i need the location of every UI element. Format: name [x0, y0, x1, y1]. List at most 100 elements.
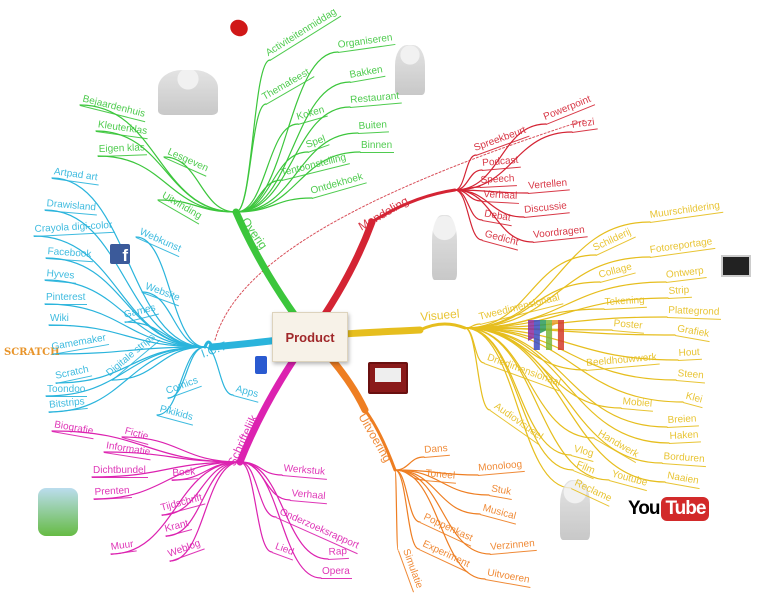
speaker-podium-icon	[432, 215, 457, 280]
chef-figure-icon	[395, 45, 425, 95]
sub-branch-line	[45, 257, 206, 348]
sub-branch-line	[454, 154, 477, 191]
branch-connector	[363, 408, 397, 472]
sub-branch-line	[239, 461, 329, 560]
topic-node-tekening[interactable]: Tekening	[603, 294, 647, 310]
app-icon	[38, 488, 78, 536]
sub-branch-line	[235, 51, 339, 213]
sub-branch-line	[161, 461, 241, 516]
topic-node-boek[interactable]: Boek	[171, 466, 198, 481]
sub-branch-line	[394, 456, 425, 471]
central-node-product[interactable]: Product	[272, 312, 348, 362]
sub-branch-line	[48, 324, 206, 348]
sub-branch-line	[103, 451, 241, 463]
topic-node-buiten[interactable]: Buiten	[357, 119, 390, 134]
branch-connector	[418, 322, 467, 332]
sub-branch-line	[239, 461, 322, 579]
sub-branch-line	[157, 199, 237, 213]
topic-node-wiki[interactable]: Wiki	[49, 313, 71, 326]
sub-branch-line	[464, 327, 610, 481]
topic-node-toneel[interactable]: Toneel	[424, 468, 458, 484]
topic-node-breien[interactable]: Breien	[666, 413, 699, 428]
sub-branch-line	[394, 469, 486, 580]
sub-branch-line	[464, 254, 597, 329]
sub-branch-line	[394, 469, 491, 555]
sub-branch-line	[163, 156, 237, 213]
sub-branch-line	[156, 346, 206, 416]
bar-chart-icon	[528, 320, 564, 350]
sub-branch-line	[135, 236, 206, 348]
sub-branch-line	[95, 130, 237, 213]
sub-branch-line	[121, 436, 241, 463]
sub-branch-line	[165, 461, 241, 537]
youtube-logo-you: You	[628, 498, 661, 519]
sub-branch-line	[44, 209, 206, 348]
monitor-icon	[721, 255, 751, 277]
central-node-label: Product	[285, 329, 335, 345]
sub-branch-line	[235, 103, 267, 213]
topic-node-pinterest[interactable]: Pinterest	[45, 292, 88, 305]
sub-branch-line	[235, 179, 283, 213]
sub-branch-line	[235, 81, 351, 213]
sub-branch-line	[464, 327, 491, 411]
sub-branch-line	[124, 321, 206, 348]
sub-branch-line	[464, 316, 668, 329]
sub-branch-line	[141, 291, 206, 348]
topic-node-speech[interactable]: Speech	[479, 173, 517, 188]
topic-node-eigen-klas[interactable]: Eigen klas	[97, 142, 148, 157]
sub-branch-line	[235, 132, 359, 213]
sub-branch-line	[51, 346, 206, 355]
topic-node-steen[interactable]: Steen	[676, 368, 707, 384]
topic-node-poster[interactable]: Poster	[612, 318, 645, 334]
sub-branch-line	[239, 461, 273, 553]
tablet-icon	[255, 356, 267, 374]
topic-node-rap[interactable]: Rap	[327, 545, 350, 560]
sub-branch-line	[464, 327, 666, 483]
youtube-logo-tube: Tube	[661, 497, 710, 521]
topic-node-toondoo[interactable]: Toondoo	[46, 384, 88, 397]
experiment-figure-icon	[560, 480, 590, 540]
sub-branch-line	[464, 327, 670, 444]
facebook-logo-letter: f	[122, 246, 128, 265]
sub-branch-line	[169, 461, 241, 562]
scratch-logo-icon: SCRATCH	[4, 347, 60, 358]
topic-node-binnen[interactable]: Binnen	[360, 140, 395, 153]
sub-branch-line	[394, 469, 420, 550]
topic-node-strip[interactable]: Strip	[667, 284, 692, 299]
sub-branch-line	[235, 123, 299, 213]
sub-branch-line	[454, 189, 529, 194]
sub-branch-line	[91, 461, 241, 478]
sub-branch-line	[394, 469, 399, 551]
teacher-figure-icon	[158, 70, 218, 115]
theater-stage-icon	[368, 362, 408, 394]
sub-branch-line	[464, 327, 676, 336]
sub-branch-line	[235, 197, 313, 213]
topic-node-dans[interactable]: Dans	[422, 442, 451, 458]
topic-node-plattegrond[interactable]: Plattegrond	[667, 305, 722, 320]
sub-branch-line	[464, 297, 669, 329]
sub-branch-line	[464, 281, 667, 329]
topic-node-haken[interactable]: Haken	[668, 429, 701, 444]
sub-branch-line	[44, 279, 206, 348]
topic-node-mobiel[interactable]: Mobiel	[621, 396, 655, 412]
sub-branch-line	[48, 346, 206, 413]
sub-branch-line	[464, 256, 651, 329]
sub-branch-line	[394, 469, 490, 496]
topic-node-hyves[interactable]: Hyves	[45, 268, 77, 284]
topic-node-dichtbundel[interactable]: Dichtbundel	[92, 465, 148, 478]
topic-node-hout[interactable]: Hout	[677, 346, 703, 361]
sub-branch-line	[464, 221, 651, 329]
facebook-logo-icon: f	[110, 244, 130, 265]
sub-branch-line	[44, 303, 206, 348]
sub-branch-line	[235, 151, 361, 213]
topic-node-prenten[interactable]: Prenten	[93, 485, 132, 500]
sub-branch-line	[464, 327, 679, 361]
sub-branch-line	[235, 106, 351, 213]
scratch-logo-text: SCRATCH	[4, 347, 60, 358]
topic-node-verhaal[interactable]: Verhaal	[482, 189, 520, 204]
topic-node-opera[interactable]: Opera	[321, 566, 352, 579]
sub-branch-line	[204, 346, 234, 396]
sub-branch-line	[454, 123, 547, 191]
